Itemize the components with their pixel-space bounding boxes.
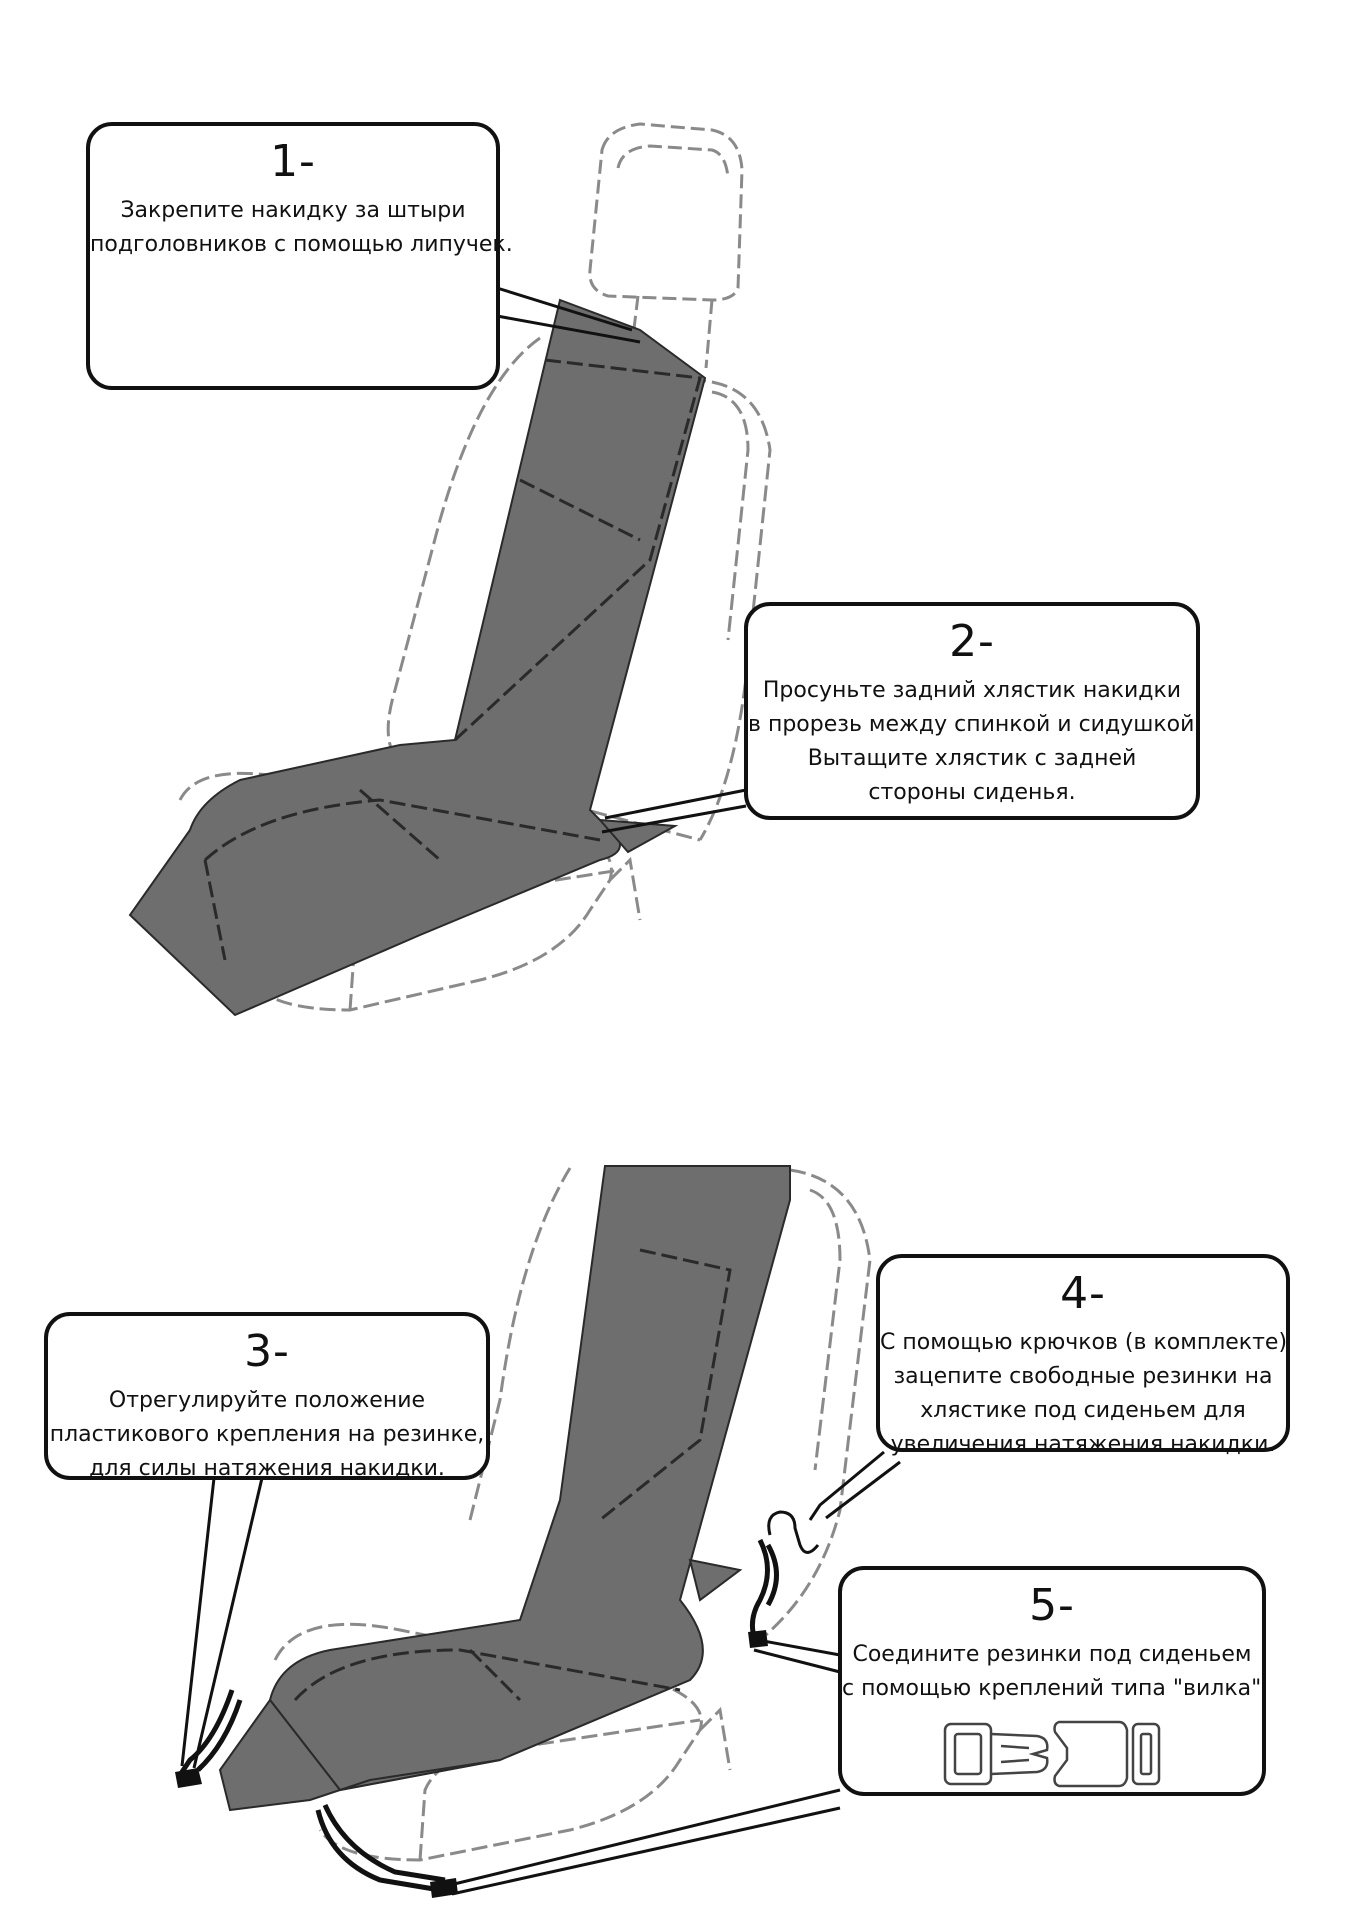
step-5-line-1: Соедините резинки под сиденьем <box>852 1642 1252 1667</box>
step-5-number: 5- <box>1029 1580 1075 1631</box>
buckle-female-icon <box>1053 1720 1161 1788</box>
step-3-line-3: для силы натяжения накидки. <box>89 1456 445 1481</box>
seat-cover-top <box>128 298 707 1017</box>
step-1-number: 1- <box>270 136 316 187</box>
step-5-line-2: с помощью креплений типа "вилка". <box>842 1676 1269 1701</box>
buckle-male-icon <box>943 1722 1049 1786</box>
step-3-number: 3- <box>244 1326 290 1377</box>
step-3-callout: 3- Отрегулируйте положение пластикового … <box>44 1312 490 1481</box>
step-4-line-4: увеличения натяжения накидки. <box>890 1432 1276 1457</box>
callout-pointers-top <box>496 286 747 834</box>
step-2-line-1: Просуньте задний хлястик накидки <box>762 678 1182 703</box>
step-4-line-3: хлястике под сиденьем для <box>920 1398 1246 1423</box>
step-2-line-3: Вытащите хлястик с задней <box>807 746 1137 771</box>
step-2-number: 2- <box>949 616 995 667</box>
step-1-callout: 1- Закрепите накидку за штыри подголовни… <box>86 122 513 390</box>
elastic-straps <box>177 1538 779 1893</box>
step-4-line-1: С помощью крючков (в комплекте) <box>880 1330 1288 1355</box>
step-3-line-2: пластикового крепления на резинке, <box>49 1422 485 1447</box>
hook-icon <box>767 1510 820 1554</box>
rear-flap-bottom <box>688 1558 743 1602</box>
strap-buckles <box>175 1630 768 1898</box>
seat-cover-bottom <box>218 1165 791 1812</box>
step-2-line-4: стороны сиденья. <box>868 780 1076 805</box>
step-5-callout: 5- Соедините резинки под сиденьем с помо… <box>838 1566 1269 1796</box>
step-4-line-2: зацепите свободные резинки на <box>893 1364 1273 1389</box>
buckle-illustration <box>943 1720 1161 1788</box>
cover-front-flap <box>218 1698 501 1812</box>
callout-pointers-bottom <box>180 1450 901 1896</box>
cover-shape <box>128 298 707 1017</box>
step-1-line-2: подголовников с помощью липучек. <box>90 232 513 257</box>
step-4-callout: 4- С помощью крючков (в комплекте) зацеп… <box>876 1254 1290 1457</box>
step-1-line-1: Закрепите накидку за штыри <box>120 198 466 223</box>
bottom-seat-illustration <box>175 1165 901 1898</box>
step-2-line-2: в прорезь между спинкой и сидушкой. <box>748 712 1202 737</box>
step-3-line-1: Отрегулируйте положение <box>108 1388 426 1413</box>
step-2-callout: 2- Просуньте задний хлястик накидки в пр… <box>744 602 1202 820</box>
step-4-number: 4- <box>1060 1268 1106 1319</box>
